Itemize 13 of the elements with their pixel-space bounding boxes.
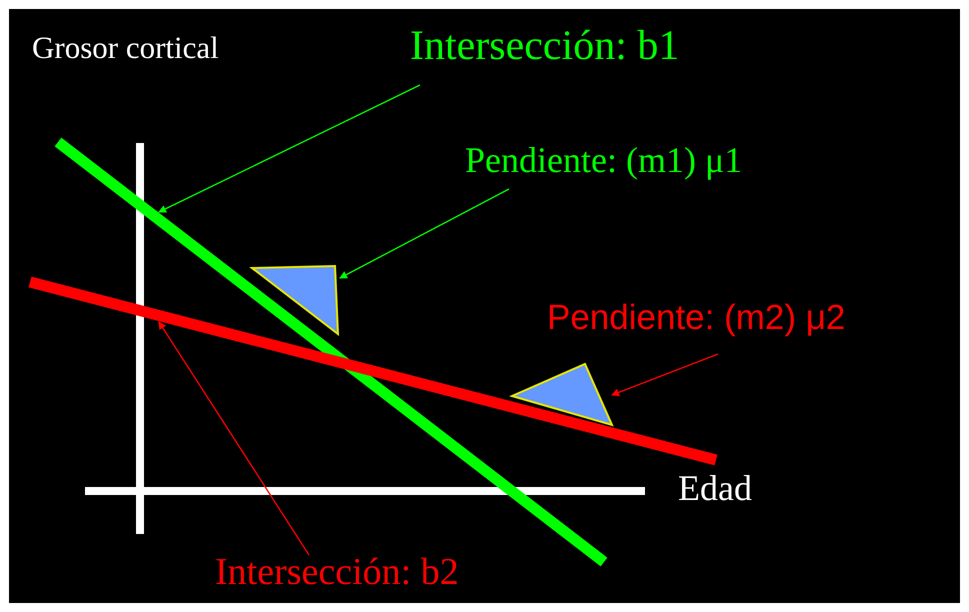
- leader-arrow: [158, 321, 310, 556]
- annotation-label: Pendiente: (m1) μ1: [465, 141, 742, 181]
- axis-label: Edad: [678, 469, 752, 509]
- slope-triangle: [509, 362, 614, 427]
- axis-label: Grosor cortical: [32, 31, 219, 66]
- leader-arrow: [339, 188, 510, 279]
- annotation-label: Pendiente: (m2) μ2: [547, 299, 846, 338]
- leader-arrow: [611, 353, 718, 396]
- leader-arrow: [158, 84, 420, 213]
- regression-line: [28, 276, 718, 466]
- slope-triangle: [249, 264, 340, 336]
- annotation-label: Intersección: b1: [410, 23, 680, 70]
- annotation-label: Intersección: b2: [215, 552, 459, 594]
